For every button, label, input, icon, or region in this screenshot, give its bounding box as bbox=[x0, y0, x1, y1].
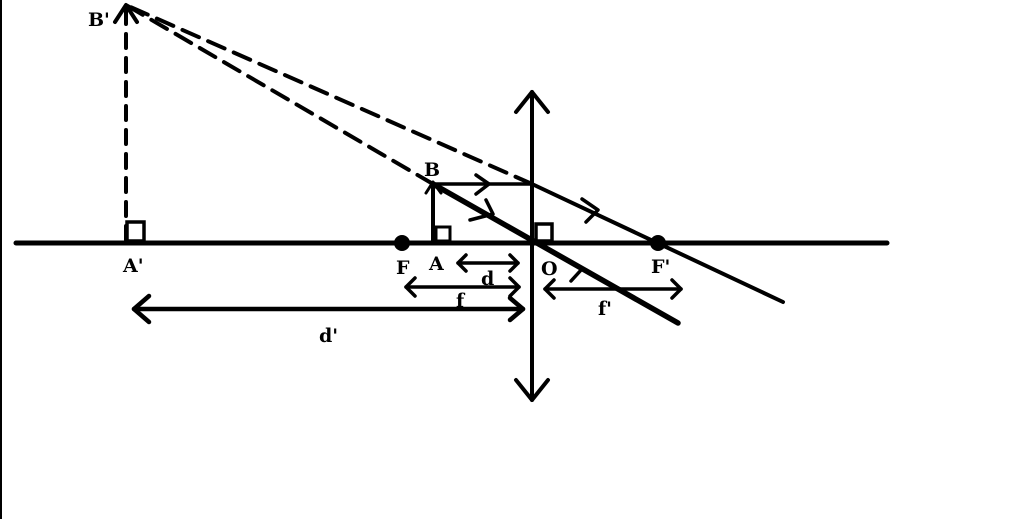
label-b-prime: B' bbox=[88, 9, 110, 31]
label-f: F bbox=[396, 257, 410, 279]
converging-lens bbox=[514, 90, 550, 402]
dimension-f bbox=[404, 276, 521, 298]
extension-ray-center bbox=[124, 3, 435, 186]
right-angle-marker-a bbox=[434, 225, 452, 243]
focal-point-f bbox=[394, 235, 410, 251]
left-border bbox=[0, 0, 2, 519]
label-f-small: f bbox=[456, 290, 466, 312]
dimension-d-prime bbox=[131, 293, 526, 325]
right-angle-marker-a-prime bbox=[125, 220, 146, 243]
label-a-prime: A' bbox=[122, 255, 144, 277]
label-d: d bbox=[481, 268, 494, 290]
label-f-small-prime: f' bbox=[598, 298, 612, 320]
virtual-image-arrow bbox=[113, 3, 146, 243]
label-d-prime: d' bbox=[319, 325, 338, 347]
right-angle-marker-o bbox=[534, 222, 554, 243]
label-b: B bbox=[424, 159, 440, 181]
ray-parallel bbox=[431, 173, 785, 304]
label-f-prime: F' bbox=[651, 256, 670, 278]
dimension-f-prime bbox=[543, 278, 683, 300]
dimension-d bbox=[456, 253, 520, 273]
label-a: A bbox=[428, 253, 444, 275]
ray-through-center bbox=[430, 181, 681, 326]
extension-ray-parallel bbox=[124, 3, 534, 186]
label-o: O bbox=[541, 258, 558, 280]
